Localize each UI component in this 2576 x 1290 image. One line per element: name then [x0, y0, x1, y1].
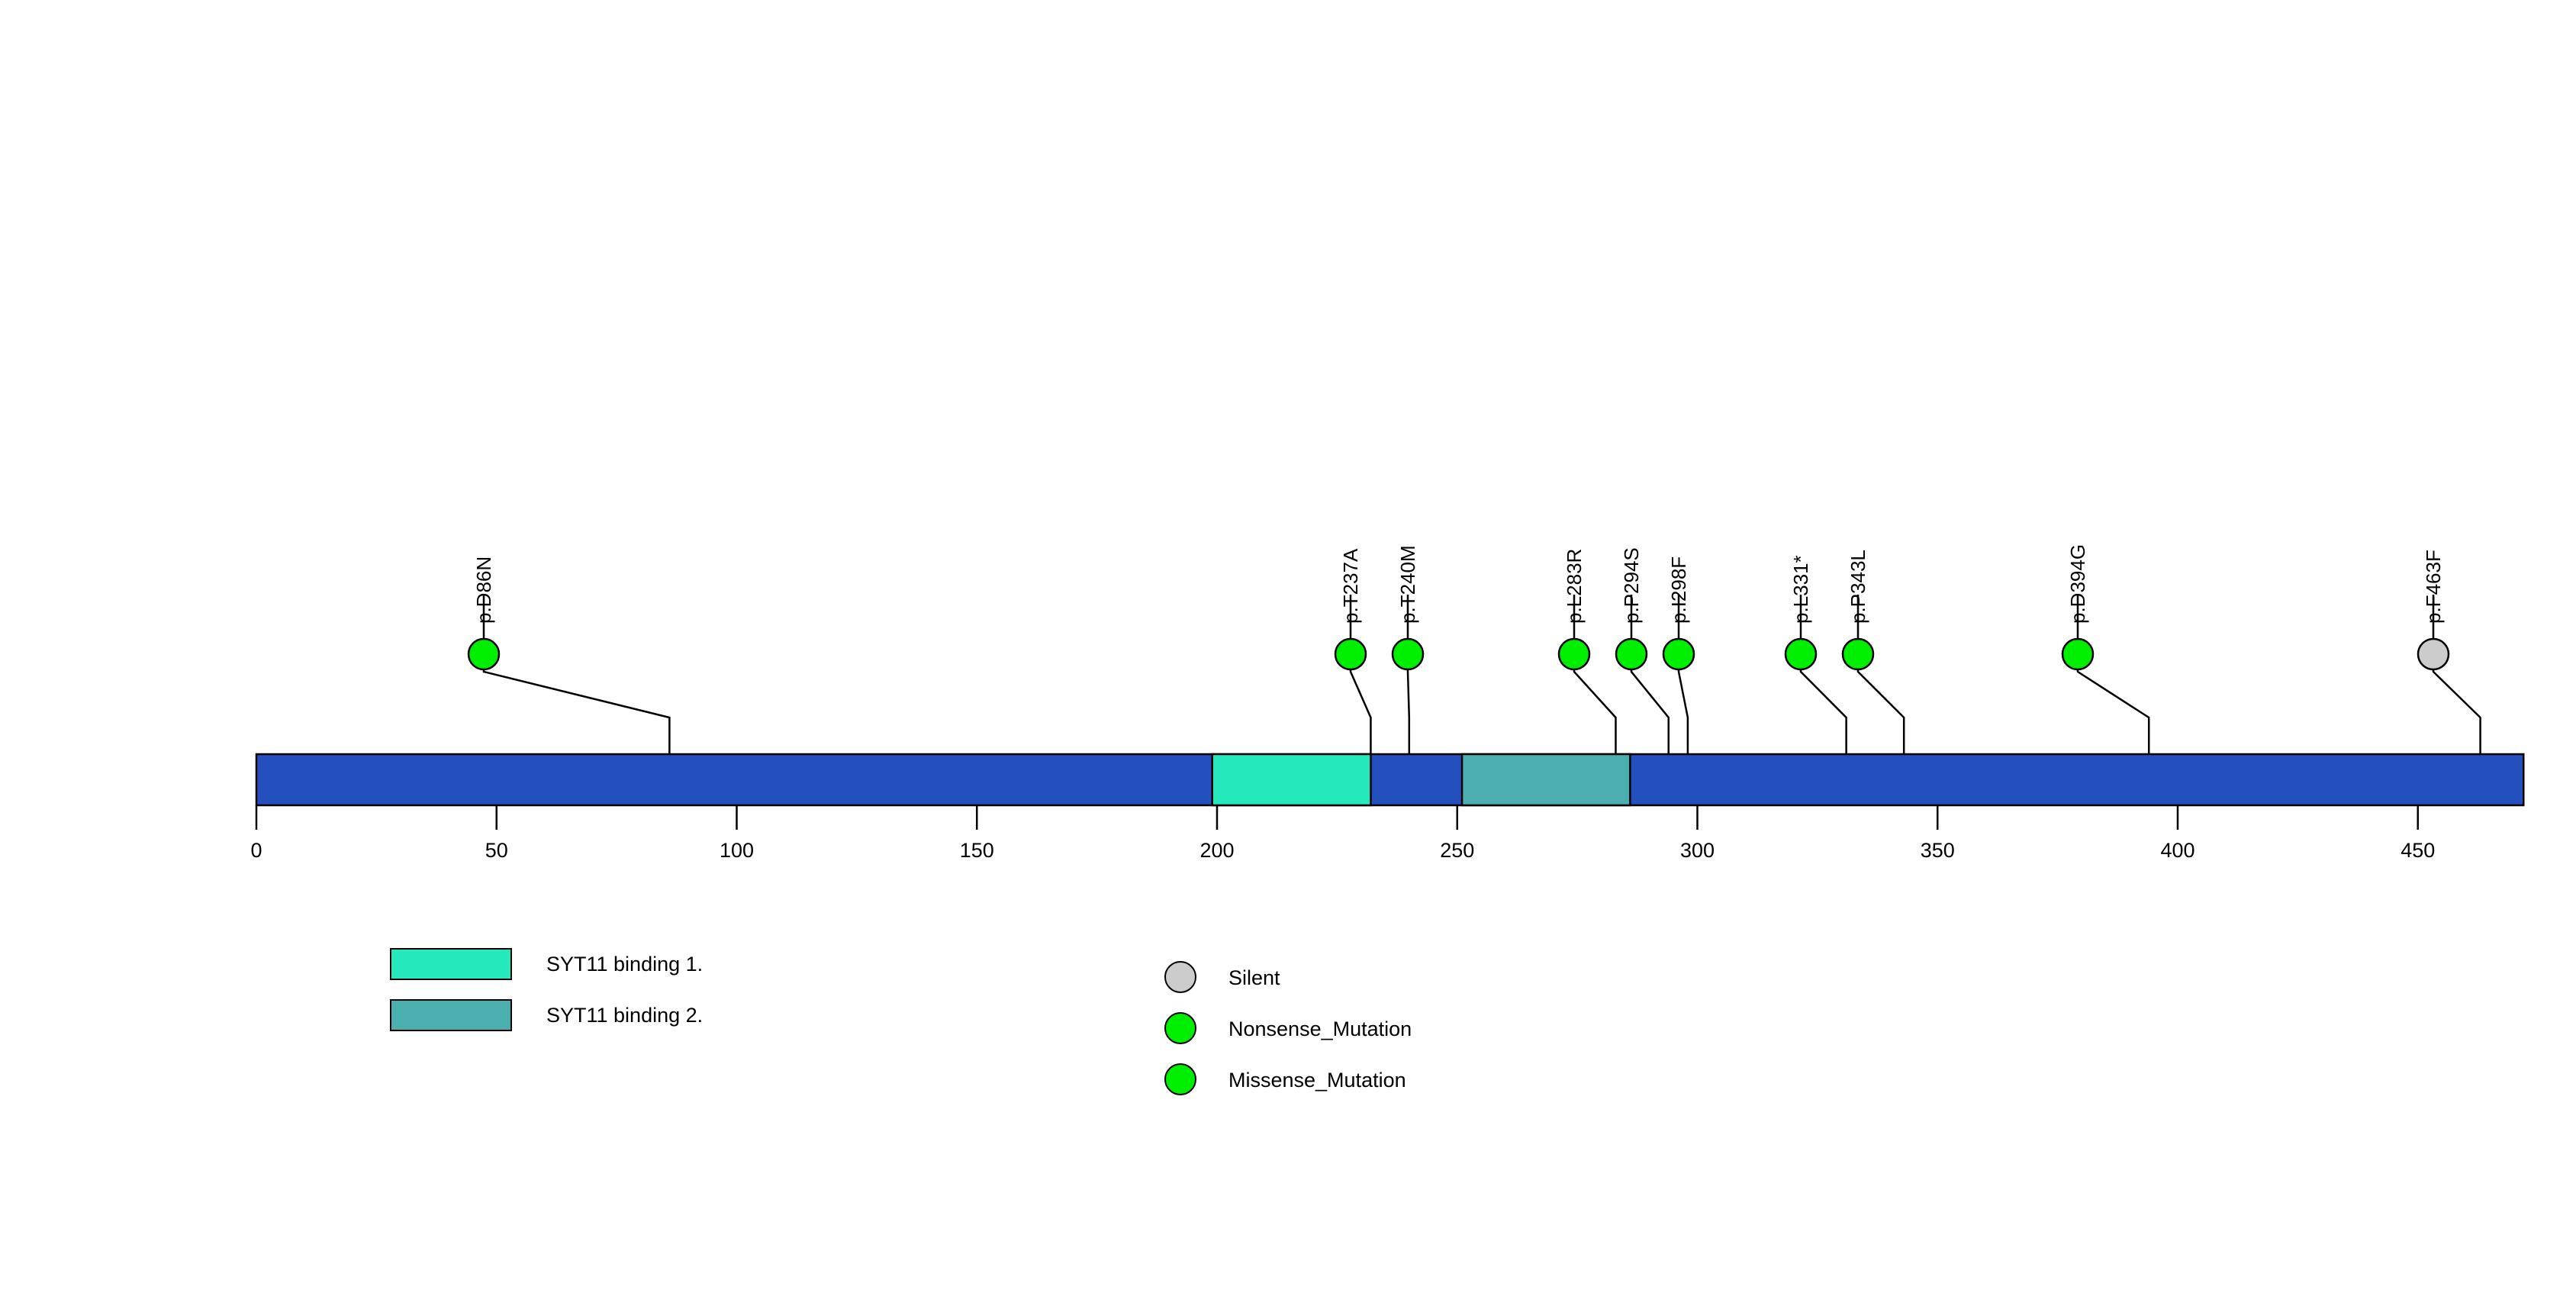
axis-tick-label: 150: [960, 839, 994, 862]
axis-tick-label: 0: [250, 839, 262, 862]
mutation-labels-layer: p.D86N p.T237A p.T240M p.L283R p.P294S p.I298…: [472, 544, 2445, 624]
mutation-label: p.T240M: [1396, 545, 1419, 624]
protein-domain-1[interactable]: [1211, 753, 1372, 807]
mutation-label: p.F463F: [2422, 550, 2445, 624]
axis-tick-label: 200: [1199, 839, 1234, 862]
mutation-label: p.D394G: [2066, 544, 2089, 624]
mutation-legend-swatch[interactable]: [1164, 961, 1196, 993]
mutation-head[interactable]: [1841, 637, 1875, 671]
mutation-label: p.L283R: [1563, 549, 1586, 624]
mutation-label: p.L331*: [1789, 555, 1812, 624]
axis-tick-label: 50: [485, 839, 508, 862]
domain-legend-label: SYT11 binding 2.: [546, 1004, 703, 1027]
mutation-heads-layer: [467, 637, 2450, 671]
protein-backbone-layer: [255, 753, 2525, 807]
mutation-label: p.P294S: [1620, 547, 1643, 624]
mutation-head[interactable]: [1784, 637, 1818, 671]
mutation-label: p.P343L: [1847, 550, 1869, 624]
domain-legend: SYT11 binding 1. SYT11 binding 2.: [390, 948, 703, 1031]
axis-tick-label: 100: [720, 839, 754, 862]
mutation-legend-label: Missense_Mutation: [1228, 1069, 1406, 1092]
mutation-label: p.T237A: [1339, 548, 1362, 624]
mutation-legend-swatch[interactable]: [1164, 1063, 1196, 1095]
mutation-legend-label: Silent: [1228, 966, 1280, 989]
x-axis: 0 50 100 150 200 250 300 350 400 450: [250, 805, 2435, 862]
axis-tick-label: 250: [1440, 839, 1474, 862]
mutation-head[interactable]: [1391, 637, 1425, 671]
mutation-head[interactable]: [467, 637, 501, 671]
mutation-legend-label: Nonsense_Mutation: [1228, 1017, 1412, 1040]
axis-tick-label: 450: [2401, 839, 2435, 862]
mutation-head[interactable]: [2417, 637, 2450, 671]
mutation-label: p.I298F: [1667, 556, 1690, 624]
axis-tick-label: 300: [1680, 839, 1715, 862]
domain-legend-label: SYT11 binding 1.: [546, 953, 703, 976]
mutation-legend-swatch[interactable]: [1164, 1012, 1196, 1044]
protein-backbone: [255, 753, 2525, 807]
axis-tick-label: 400: [2160, 839, 2194, 862]
domain-legend-swatch[interactable]: [390, 948, 512, 980]
mutation-head[interactable]: [1662, 637, 1695, 671]
mutation-label: p.D86N: [472, 556, 495, 624]
mutation-head[interactable]: [1334, 637, 1367, 671]
mutation-head[interactable]: [1557, 637, 1591, 671]
mutation-head[interactable]: [2061, 637, 2095, 671]
mutation-head[interactable]: [1615, 637, 1648, 671]
protein-domain-2[interactable]: [1460, 753, 1631, 807]
domain-legend-swatch[interactable]: [390, 999, 512, 1031]
axis-tick-label: 350: [1921, 839, 1955, 862]
